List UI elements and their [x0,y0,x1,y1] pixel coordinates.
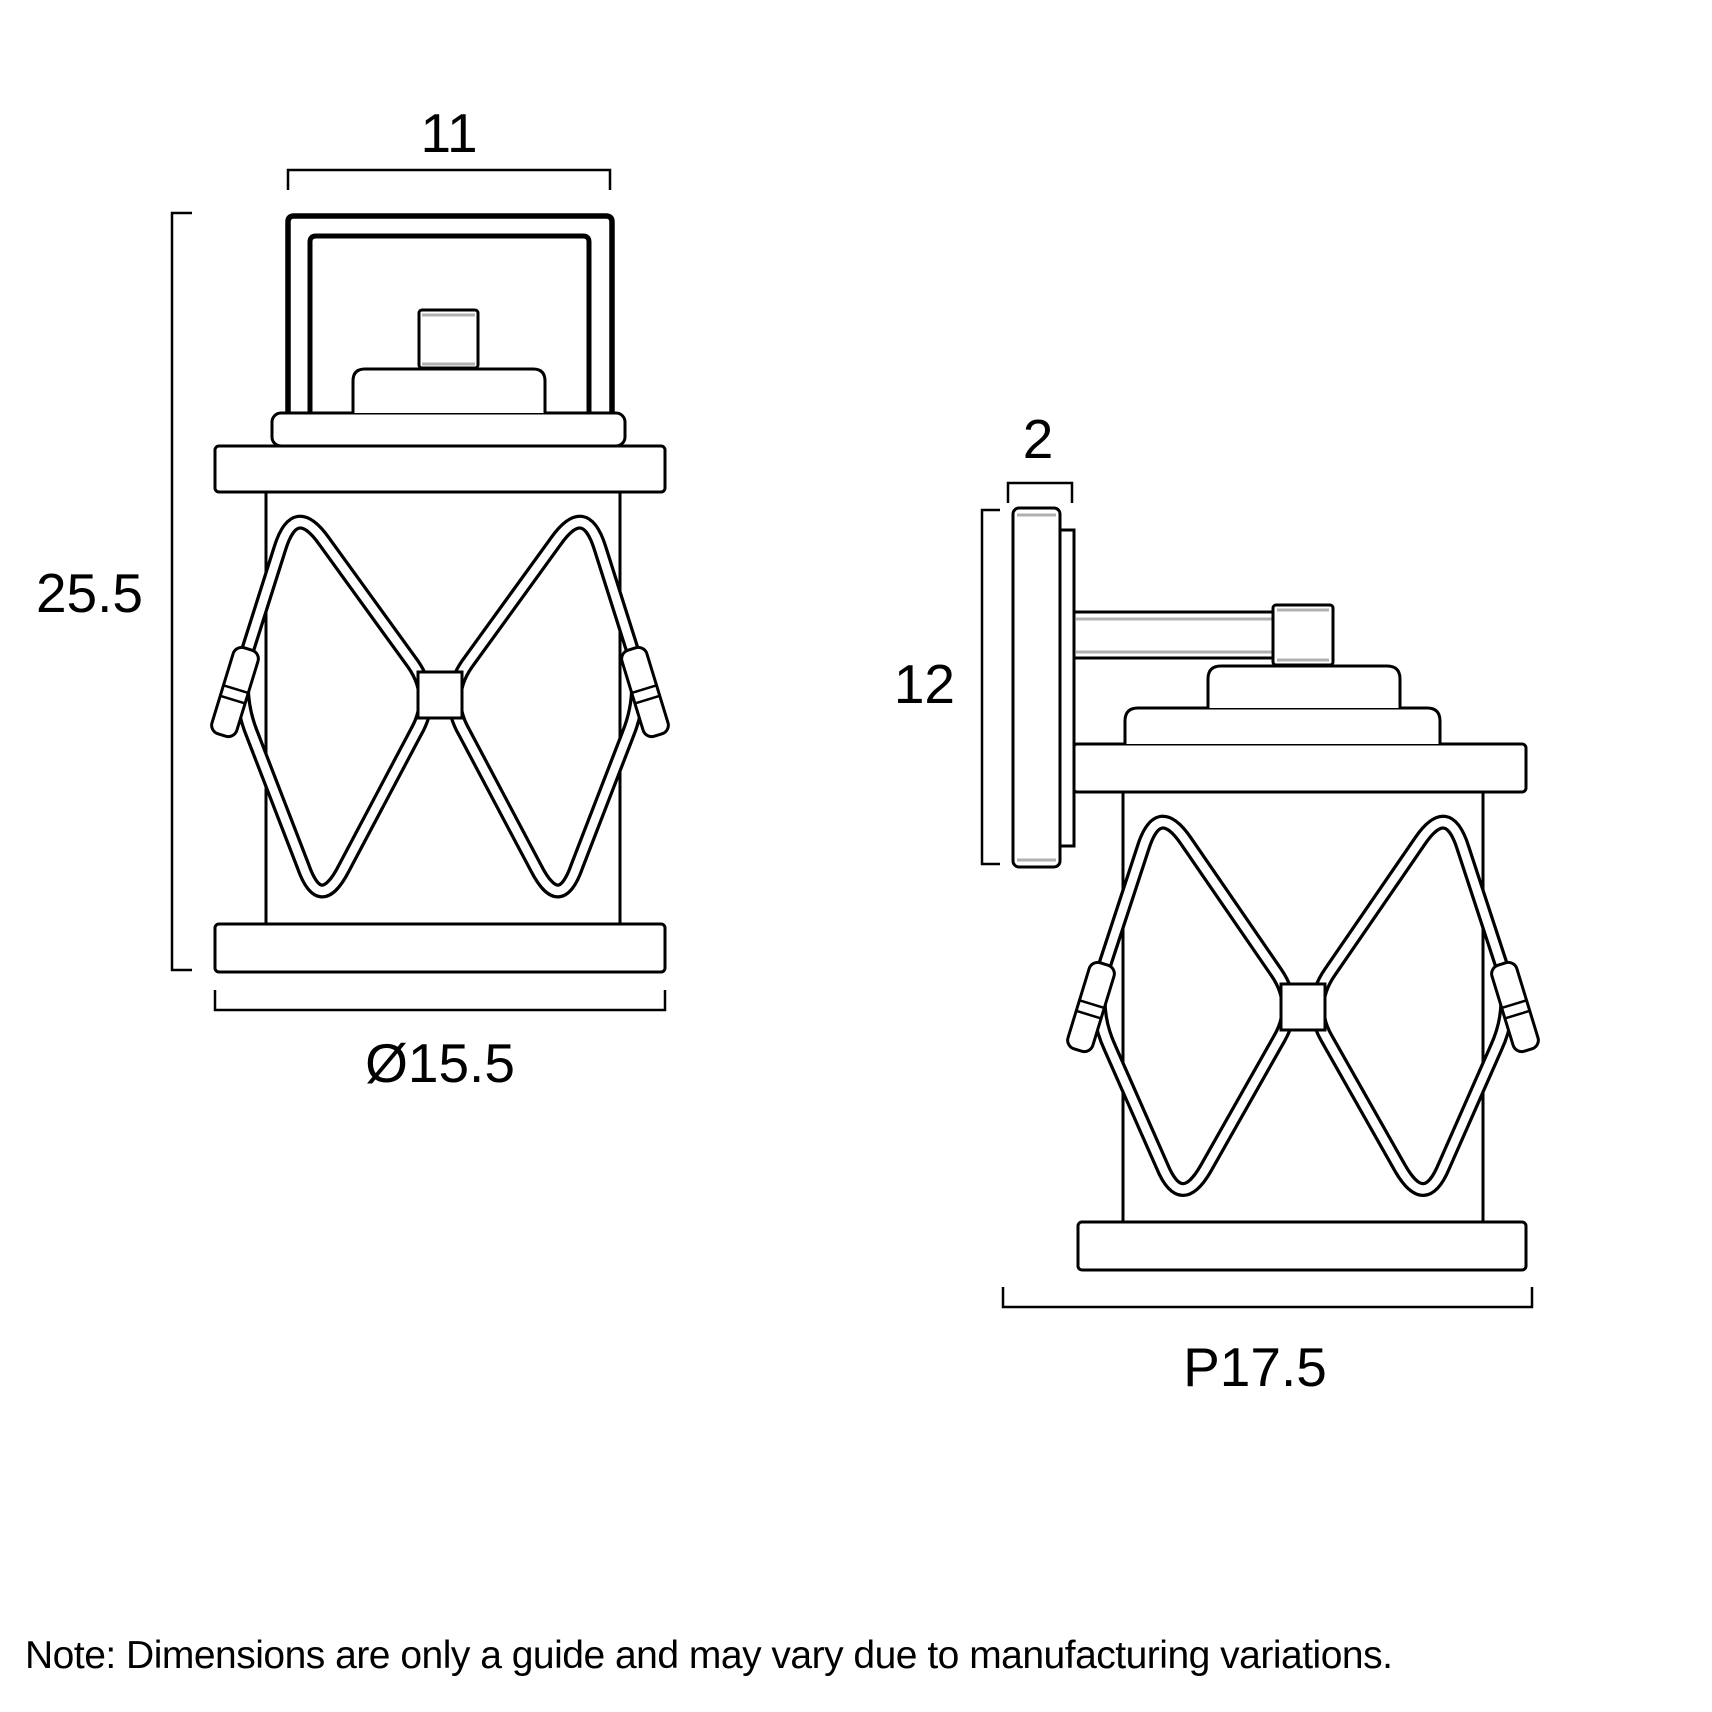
front-collar [270,411,627,448]
side-wall-plate-back-ring [1058,528,1076,848]
side-view: 2 12 P17.5 [894,408,1540,1398]
side-right-side-clip [1490,960,1540,1054]
side-depth-dim-line [1006,481,1074,503]
front-top-bracket-inner [307,233,592,414]
side-depth-dim-label: 2 [1023,408,1054,470]
front-left-diamond-inner [238,518,430,896]
front-height-dim-label: 25.5 [36,562,143,624]
front-diameter-dim-line [213,990,667,1012]
front-diameter-dim-label: Ø15.5 [365,1032,515,1094]
side-top-cap [1071,742,1528,794]
side-left-diamond-outer [1091,814,1296,1197]
front-top-width-dim-line [286,168,612,190]
side-backplate-height-dim-line [980,508,1000,866]
side-projection-dimension: P17.5 [1001,1287,1534,1398]
front-height-dimension: 25.5 [36,211,192,972]
front-top-cap [213,444,667,494]
side-projection-dim-label: P17.5 [1183,1336,1327,1398]
front-center-knot [416,670,464,720]
side-roof-step-upper [1206,664,1402,708]
front-diameter-dimension: Ø15.5 [213,990,667,1094]
front-top-width-dimension: 11 [286,102,612,190]
side-right-diamond-outer [1310,814,1515,1197]
front-left-side-clip [210,645,260,739]
front-view: 11 25.5 Ø15.5 [36,102,670,1094]
front-lamp-socket [417,308,480,370]
front-right-diamond-inner [450,518,642,896]
side-backplate-height-dim-label: 12 [894,653,955,715]
front-top-bracket-outer [285,213,615,414]
side-left-side-clip [1066,960,1116,1054]
front-height-dim-line [170,211,192,972]
side-roof-step-lower [1123,706,1442,744]
side-projection-dim-line [1001,1287,1534,1309]
dimensions-note: Note: Dimensions are only a guide and ma… [25,1634,1392,1677]
side-backplate-height-dimension: 12 [894,508,1000,866]
side-center-knot [1279,982,1327,1032]
side-depth-dimension: 2 [1006,408,1074,503]
front-roof-step [351,367,547,413]
side-bottom-cap [1076,1220,1528,1272]
side-wall-plate [1011,506,1076,869]
side-wall-plate-face [1011,506,1062,869]
side-lamp-socket [1271,603,1335,667]
front-right-side-clip [620,645,670,739]
front-bottom-cap [213,922,667,974]
side-mounting-arm [1071,610,1288,660]
front-top-width-dim-label: 11 [420,102,477,164]
